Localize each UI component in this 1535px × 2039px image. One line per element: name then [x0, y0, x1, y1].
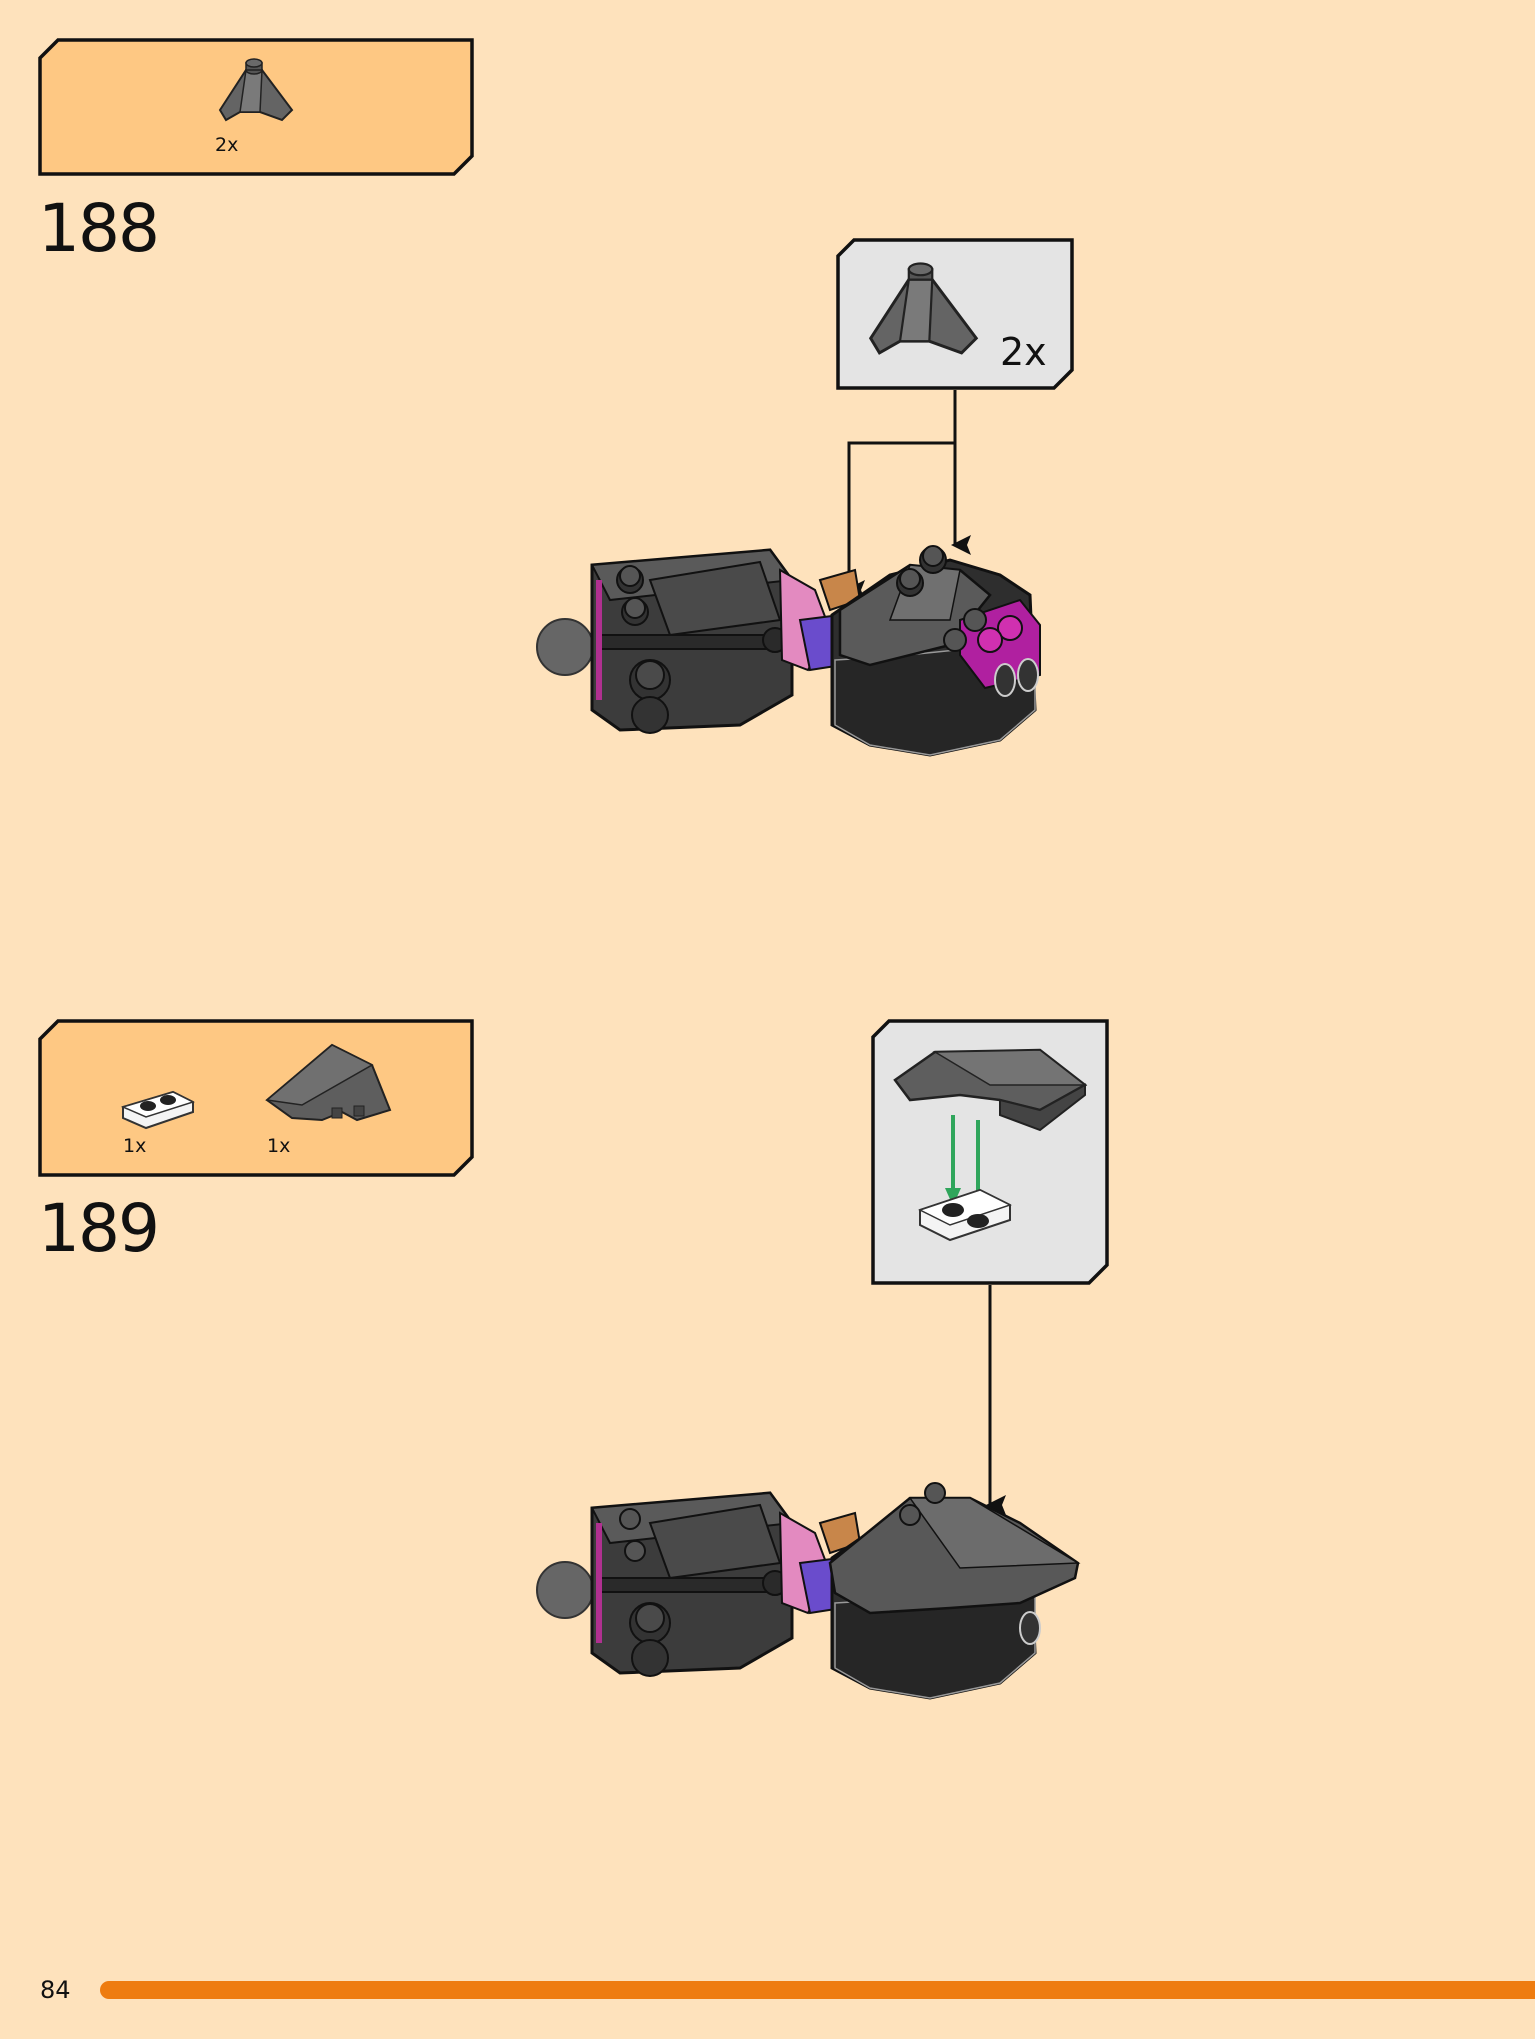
step-188: 2x 188 2x	[0, 0, 1535, 900]
callout-qty: 2x	[1000, 330, 1047, 374]
step-number: 188	[38, 190, 160, 267]
corner-slope-icon	[218, 58, 294, 122]
part-qty: 2x	[215, 134, 239, 156]
corner-slope-icon	[868, 262, 979, 355]
page-number: 84	[40, 1976, 71, 2004]
model-assembly-icon	[536, 1482, 1081, 1700]
subassembly-icon	[893, 1048, 1088, 1242]
curved-wedge-icon	[265, 1043, 392, 1122]
placement-arrows	[845, 390, 971, 600]
callout-box	[871, 1019, 1109, 1285]
model-assembly-icon	[536, 545, 1041, 757]
step-number: 189	[38, 1190, 160, 1267]
footer-progress-bar	[100, 1981, 1535, 1999]
parts-panel	[38, 1019, 474, 1177]
white-plate-icon	[120, 1090, 195, 1130]
part-qty: 1x	[267, 1135, 291, 1157]
part-qty: 1x	[123, 1135, 147, 1157]
